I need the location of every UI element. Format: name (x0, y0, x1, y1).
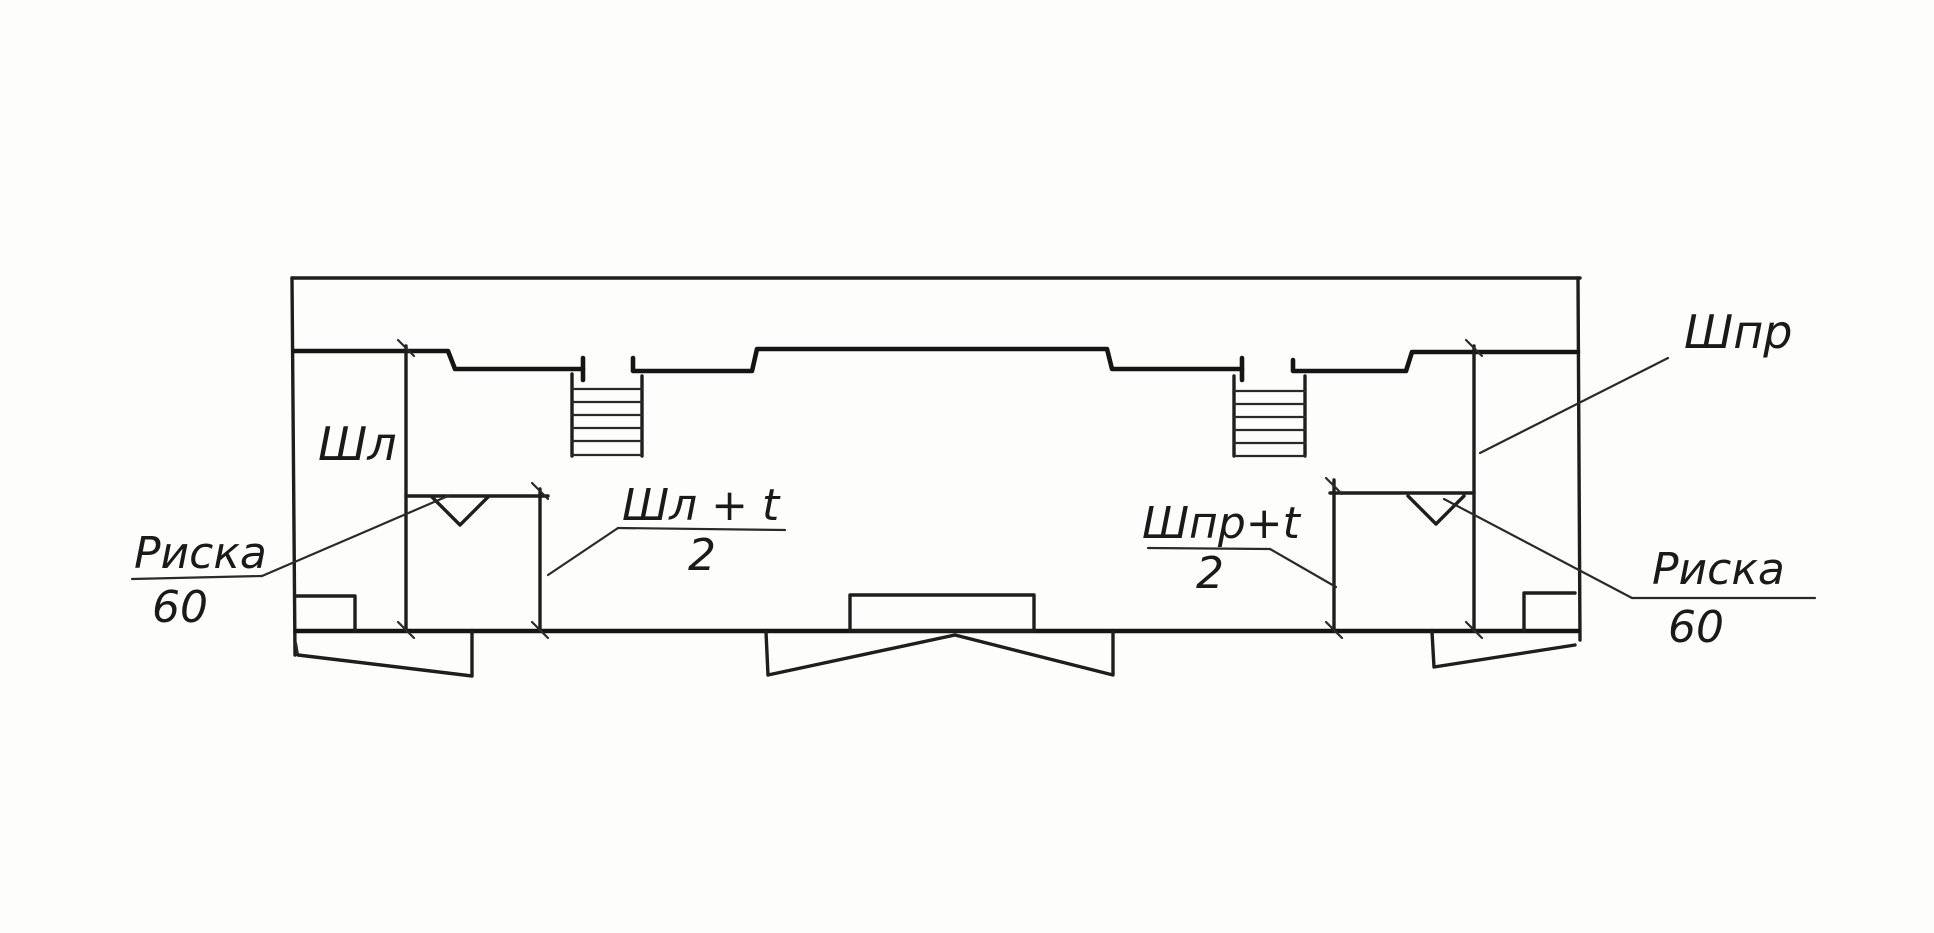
center-counter (848, 593, 1036, 633)
label-left-width: Шл (318, 417, 397, 471)
label-right-width: Шпр (1684, 305, 1792, 359)
label-left-half-denominator: 2 (688, 530, 716, 581)
right-compartment (1324, 338, 1484, 640)
label-left-mark-bottom: 60 (152, 582, 208, 633)
leader-lines (130, 356, 1817, 600)
label-right-mark-bottom: 60 (1668, 602, 1724, 653)
left-compartment (396, 338, 550, 640)
inner-top-wall (291, 346, 1581, 383)
label-left-half-numerator: Шл + t (622, 480, 781, 531)
outer-outline (290, 276, 1582, 657)
left-corner-box (294, 594, 357, 633)
bottom-wall (293, 628, 1581, 657)
right-corner-box (1522, 591, 1577, 633)
door-swings (296, 630, 1577, 678)
left-staircase (570, 372, 644, 458)
label-right-half-denominator: 2 (1196, 548, 1224, 599)
label-right-mark-top: Риска (1652, 544, 1785, 595)
label-right-half-numerator: Шпр+t (1142, 498, 1302, 549)
label-left-mark-top: Риска (134, 528, 267, 579)
right-staircase (1232, 374, 1307, 458)
